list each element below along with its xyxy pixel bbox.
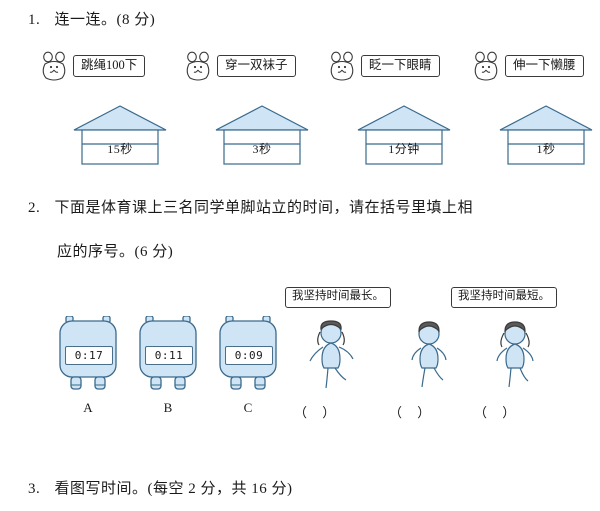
question-2-number: 2. (28, 200, 41, 216)
question-2-text-line1: 下面是体育课上三名同学单脚站立的时间，请在括号里填上相 (54, 200, 474, 216)
mouse-icon (328, 50, 358, 82)
q1-activity-item[interactable]: 跳绳100下 (40, 46, 146, 86)
q1-activity-label: 眨一下眼睛 (361, 55, 440, 77)
stopwatch-icon (135, 315, 201, 400)
mouse-icon (40, 50, 70, 82)
q1-house-row: 15秒 3秒 (40, 104, 593, 166)
q1-house-label: 3秒 (252, 142, 272, 156)
house-icon (210, 105, 314, 170)
q1-house-item[interactable]: 1分钟 (352, 104, 456, 166)
speech-bubble: 我坚持时间最长。 (285, 287, 391, 308)
q1-house-label: 1秒 (536, 142, 556, 156)
q2-timer-item[interactable]: 0:17 A (55, 315, 121, 415)
q1-activity-item[interactable]: 穿一双袜子 (184, 46, 296, 86)
q2-kid-item[interactable] (302, 320, 362, 405)
boy-standing-icon (400, 321, 460, 404)
q2-answer-blank[interactable]: （ ） (389, 405, 437, 420)
q2-timer-display: 0:11 (145, 346, 193, 365)
stopwatch-icon (55, 315, 121, 400)
question-2-heading: 2. 下面是体育课上三名同学单脚站立的时间，请在括号里填上相 (28, 196, 473, 217)
q1-house-item[interactable]: 3秒 (210, 104, 314, 166)
question-3-number: 3. (28, 481, 41, 497)
q1-activity-label: 穿一双袜子 (217, 55, 296, 77)
q2-answer-blank[interactable]: （ ） (294, 405, 342, 420)
girl-standing-icon (302, 320, 362, 404)
house-icon (494, 105, 598, 170)
question-3-heading: 3. 看图写时间。(每空 2 分，共 16 分) (28, 477, 293, 498)
house-icon (352, 105, 456, 170)
speech-bubble: 我坚持时间最短。 (451, 287, 557, 308)
q1-house-item[interactable]: 1秒 (494, 104, 598, 166)
q2-timer-item[interactable]: 0:09 C (215, 315, 281, 415)
question-1-text: 连一连。(8 分) (54, 12, 156, 28)
q2-timer-display: 0:09 (225, 346, 273, 365)
house-icon (68, 105, 172, 170)
q2-answer-blank[interactable]: （ ） (474, 405, 522, 420)
girl-ponytail-icon (486, 321, 546, 404)
q1-activity-row: 跳绳100下 穿一双袜子 (40, 46, 584, 88)
q1-activity-label: 跳绳100下 (73, 55, 146, 77)
q2-timer-row: 0:17 A 0:11 B (55, 315, 295, 415)
q2-timer-letter: A (83, 400, 93, 415)
q1-activity-item[interactable]: 眨一下眼睛 (328, 46, 440, 86)
question-2-text-line2-wrap: 应的序号。(6 分) (57, 240, 173, 261)
stopwatch-icon (215, 315, 281, 400)
q1-activity-label: 伸一下懒腰 (505, 55, 584, 77)
q1-house-label: 1分钟 (388, 142, 420, 156)
question-3-text: 看图写时间。(每空 2 分，共 16 分) (54, 481, 293, 497)
q1-house-label: 15秒 (107, 142, 133, 156)
question-1-number: 1. (28, 12, 41, 28)
q2-timer-item[interactable]: 0:11 B (135, 315, 201, 415)
q2-timer-letter: B (163, 400, 173, 415)
mouse-icon (472, 50, 502, 82)
q1-house-item[interactable]: 15秒 (68, 104, 172, 166)
q2-kid-row (290, 320, 560, 400)
q2-timer-letter: C (243, 400, 253, 415)
q1-activity-item[interactable]: 伸一下懒腰 (472, 46, 584, 86)
q2-kid-item[interactable] (400, 320, 460, 405)
mouse-icon (184, 50, 214, 82)
q2-kid-item[interactable] (486, 320, 546, 405)
question-1-heading: 1. 连一连。(8 分) (28, 8, 155, 29)
question-2-text-line2: 应的序号。(6 分) (57, 244, 174, 260)
q2-timer-display: 0:17 (65, 346, 113, 365)
